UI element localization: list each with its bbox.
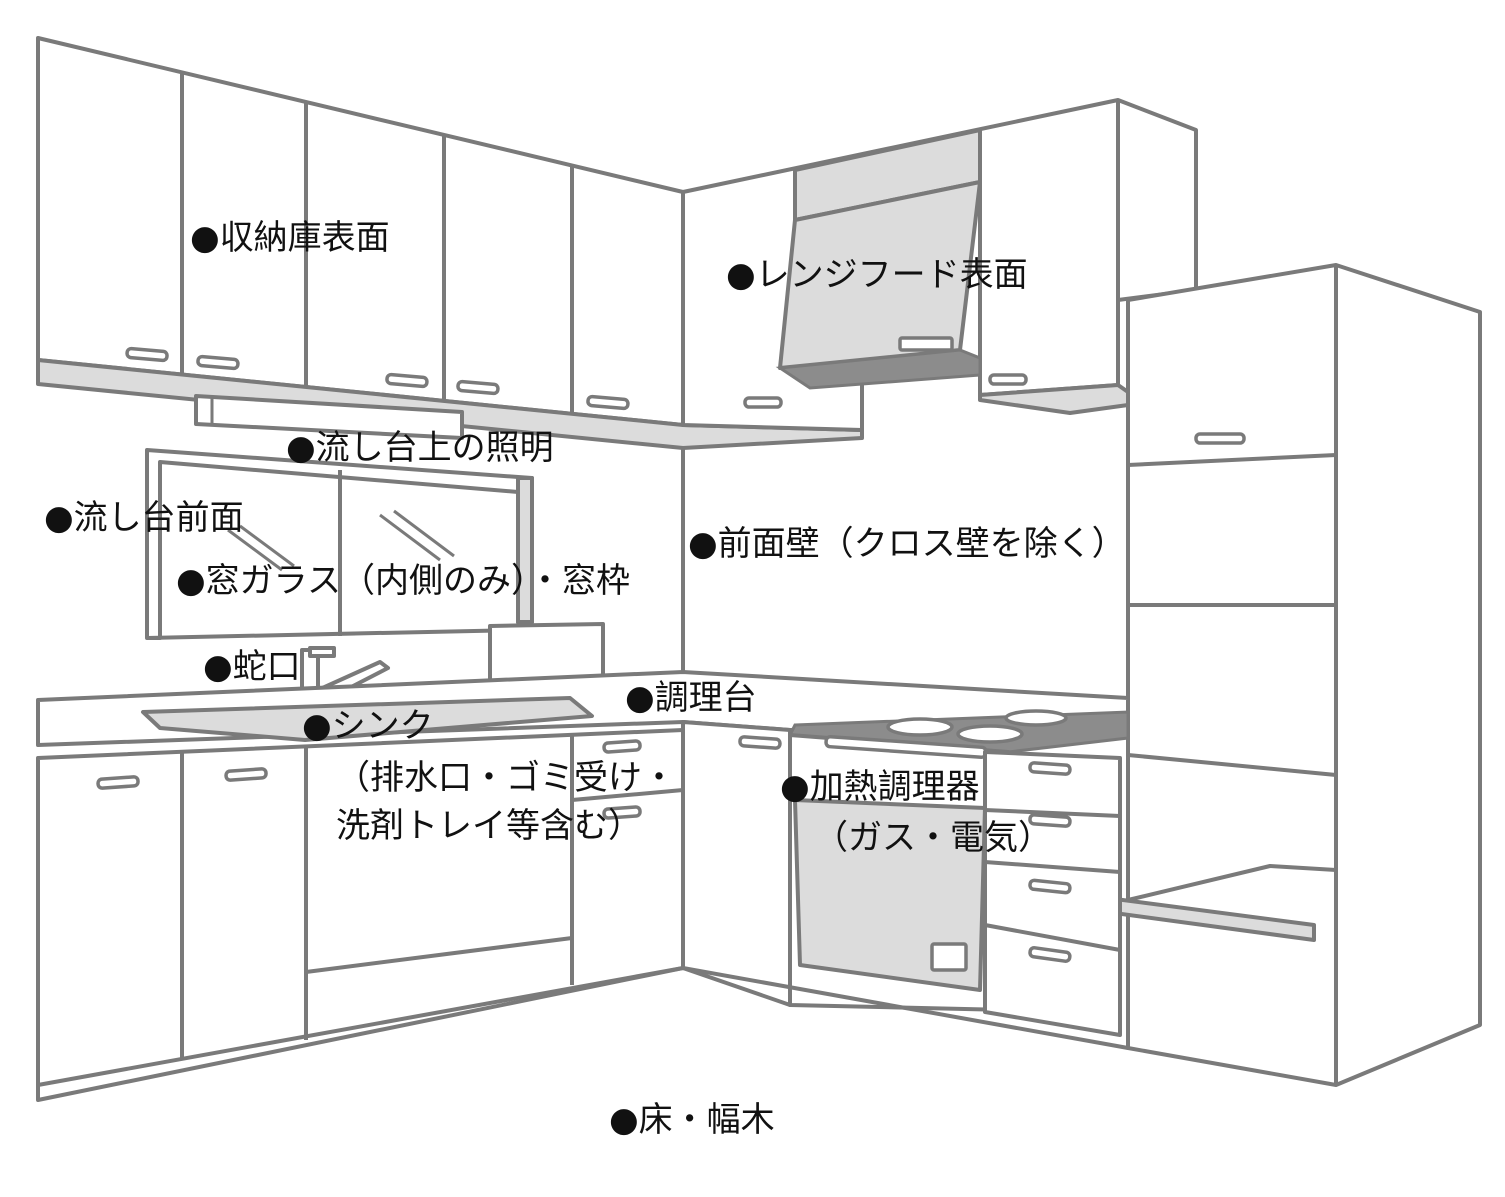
label-floor: ●床・幅木 — [609, 1100, 775, 1140]
under-cabinet-light — [194, 394, 464, 440]
label-sink: ●シンク — [302, 706, 434, 746]
label-front-wall: ●前面壁（クロス壁を除く） — [688, 524, 1126, 564]
upper-cabinets-right — [681, 98, 1198, 432]
label-sink-detail-1: （排水口・ゴミ受け・ — [336, 758, 676, 798]
label-cooking-appliance-detail: （ガス・電気） — [814, 818, 1052, 858]
range-hood — [775, 128, 982, 390]
label-cooking-appliance: ●加熱調理器 — [780, 767, 980, 807]
lower-cabinets-right — [681, 720, 1122, 1037]
label-sink-top-lighting: ●流し台上の照明 — [286, 428, 554, 468]
label-storage-surface: ●収納庫表面 — [190, 218, 390, 258]
label-sink-front: ●流し台前面 — [44, 498, 244, 538]
label-sink-detail-2: 洗剤トレイ等含む） — [336, 806, 642, 846]
tall-cabinet — [1090, 263, 1482, 1087]
upper-cabinets-left — [36, 36, 864, 450]
label-faucet: ●蛇口 — [203, 647, 301, 687]
floor — [682, 966, 1129, 1050]
lower-cabinets-left — [36, 728, 685, 1102]
window — [145, 448, 534, 640]
label-countertop: ●調理台 — [625, 678, 757, 718]
label-range-hood-surface: ●レンジフード表面 — [726, 255, 1028, 295]
label-window-glass: ●窓ガラス（内側のみ）・窓枠 — [176, 561, 630, 601]
